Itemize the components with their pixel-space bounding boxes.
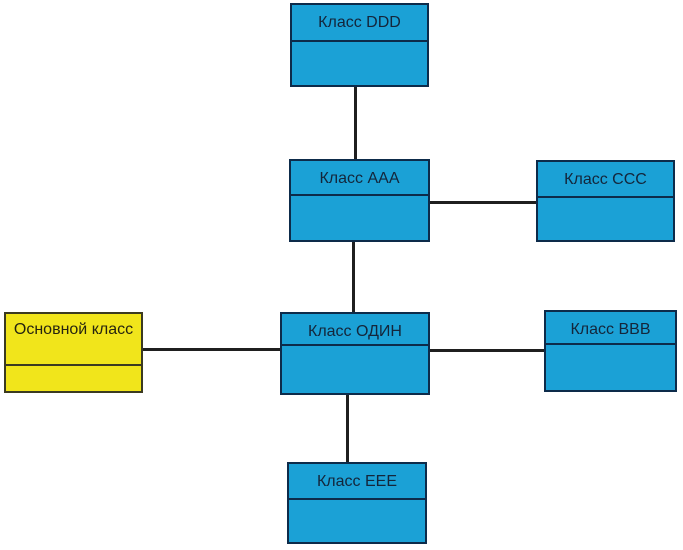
class-aaa-name: Класс ААА bbox=[319, 170, 400, 187]
class-ddd[interactable]: Класс DDD bbox=[290, 3, 429, 87]
connector-aaa-ccc bbox=[429, 201, 537, 204]
connector-odin-eee bbox=[346, 394, 349, 463]
connector-aaa-odin bbox=[352, 241, 355, 313]
class-main-name: Основной класс bbox=[13, 321, 134, 338]
class-ddd-divider bbox=[292, 40, 427, 42]
connector-ddd-aaa bbox=[354, 86, 357, 160]
class-eee[interactable]: Класс ЕЕЕ bbox=[287, 462, 427, 544]
class-eee-divider bbox=[289, 498, 425, 500]
class-odin[interactable]: Класс ОДИН bbox=[280, 312, 430, 395]
class-odin-name: Класс ОДИН bbox=[308, 323, 402, 340]
class-main-divider bbox=[6, 364, 141, 366]
class-aaa-divider bbox=[291, 194, 428, 196]
class-ccc[interactable]: Класс ССС bbox=[536, 160, 675, 242]
class-aaa[interactable]: Класс ААА bbox=[289, 159, 430, 242]
class-bbb-name: Класс BBB bbox=[570, 321, 651, 338]
connector-main-odin bbox=[142, 348, 281, 351]
class-main[interactable]: Основной класс bbox=[4, 312, 143, 393]
class-odin-divider bbox=[282, 344, 428, 346]
class-bbb-divider bbox=[546, 343, 675, 345]
class-ccc-divider bbox=[538, 196, 673, 198]
class-bbb[interactable]: Класс BBB bbox=[544, 310, 677, 392]
class-ddd-name: Класс DDD bbox=[318, 14, 401, 31]
class-ccc-name: Класс ССС bbox=[564, 171, 647, 188]
connector-odin-bbb bbox=[429, 349, 545, 352]
class-eee-name: Класс ЕЕЕ bbox=[316, 473, 397, 490]
